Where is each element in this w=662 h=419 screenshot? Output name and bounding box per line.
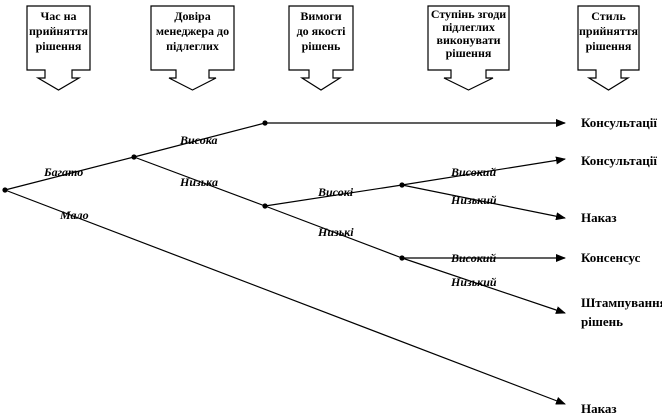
header-quality-line-1: Вимоги [300, 9, 341, 23]
header-box-trust: Довіра менеджера до підлеглих [150, 5, 235, 91]
outcome-nakaz-2: Наказ [581, 401, 617, 416]
node-agreement-2 [399, 255, 405, 261]
header-agreement-line-1: Ступінь згоди [431, 7, 506, 21]
outcome-konsultatsii-2: Консультації [581, 153, 657, 168]
edge-label-bahato: Багато [43, 165, 83, 179]
edge-label-malo: Мало [59, 208, 89, 222]
edge-vysoki-line [264, 184, 403, 207]
edge-label-vysoki: Високі [317, 185, 354, 199]
edge-nyzkyi-1-line [401, 184, 566, 221]
header-time-line-1: Час на [40, 9, 76, 23]
edge-label-vysokyi-2: Високий [450, 251, 496, 265]
header-box-style: Стиль прийняття рішення [577, 5, 640, 91]
outcome-shtampuvannia-line-1: Штампування [581, 295, 662, 310]
root-node [2, 187, 8, 193]
header-time-line-3: рішення [36, 39, 82, 53]
node-high-trust [262, 120, 268, 126]
header-trust-line-1: Довіра [174, 9, 210, 23]
edge-label-nyzkyi-1: Низький [450, 193, 497, 207]
outcome-nakaz-1: Наказ [581, 210, 617, 225]
edge-malo-line [4, 189, 566, 405]
node-trust [131, 154, 137, 160]
header-trust-line-2: менеджера до [156, 24, 229, 38]
header-trust-line-3: підлеглих [166, 39, 219, 53]
edge-nyzka-line [133, 156, 266, 207]
header-time-line-2: прийняття [29, 24, 88, 38]
header-style-line-3: рішення [586, 39, 632, 53]
header-style-line-2: прийняття [579, 24, 638, 38]
edge-label-nyzki: Низькі [317, 225, 354, 239]
edge-nyzki-line [264, 205, 403, 259]
header-quality-line-2: до якості [297, 24, 347, 38]
header-style-line-1: Стиль [591, 9, 626, 23]
node-agreement-1 [399, 182, 405, 188]
edge-nyzkyi-2-line [401, 257, 566, 314]
edge-vysoka-line [133, 122, 266, 158]
tree-nodes [2, 120, 405, 261]
edge-label-vysoka: Висока [179, 133, 218, 147]
edge-label-nyzkyi-2: Низький [450, 275, 497, 289]
outcome-shtampuvannia-line-2: рішень [581, 314, 623, 329]
header-agreement-line-3: виконувати [436, 33, 500, 47]
header-box-quality: Вимоги до якості рішень [288, 5, 354, 91]
outcome-konsultatsii-1: Консультації [581, 115, 657, 130]
header-agreement-line-4: рішення [446, 46, 492, 60]
header-quality-line-3: рішень [302, 39, 341, 53]
header-box-agreement: Ступінь згоди підлеглих виконувати рішен… [427, 5, 510, 91]
header-box-time: Час на прийняття рішення [26, 5, 91, 91]
tree-edges [4, 119, 566, 405]
outcome-konsensus: Консенсус [581, 250, 641, 265]
header-agreement-line-2: підлеглих [442, 20, 495, 34]
edge-label-nyzka: Низька [179, 175, 218, 189]
edge-label-vysokyi-1: Високий [450, 165, 496, 179]
edge-bahato-line [4, 156, 135, 191]
node-quality [262, 203, 268, 209]
edge-vysokyi-1-line [401, 156, 566, 186]
